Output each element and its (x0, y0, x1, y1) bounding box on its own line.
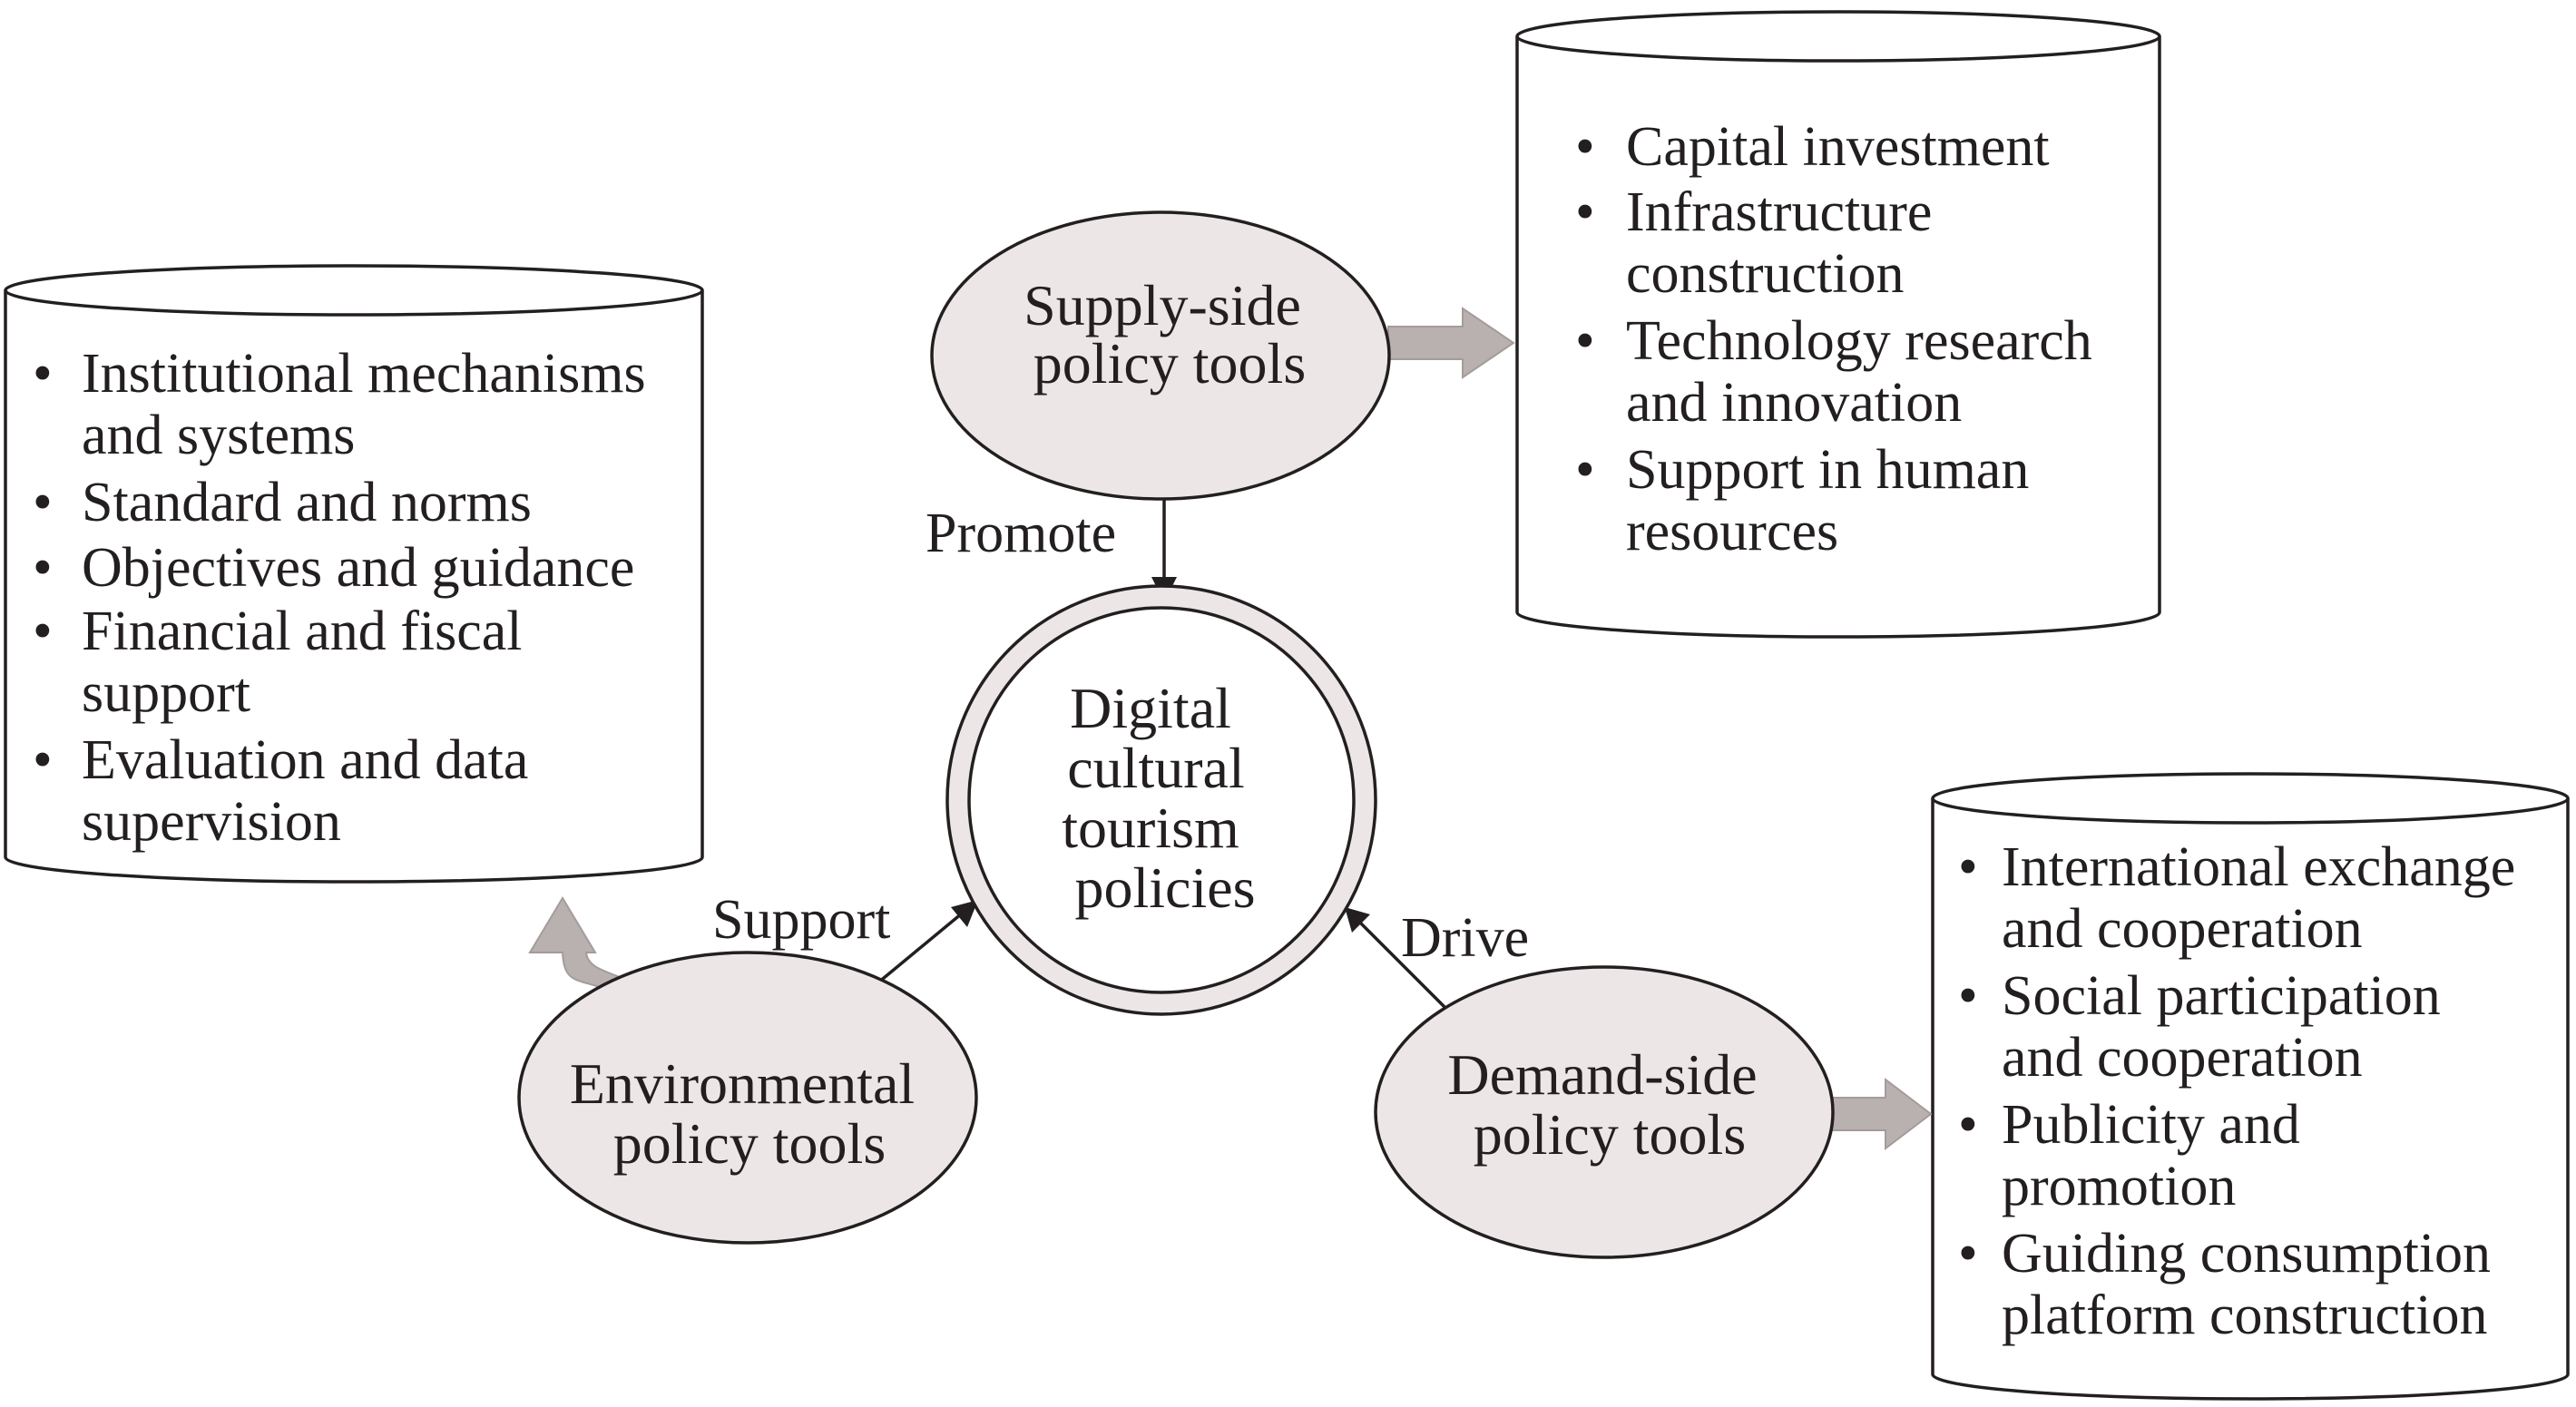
list-item: • International exchange and cooperation (1958, 836, 2530, 960)
list-item-text: Capital investment (1626, 116, 2050, 178)
list-item: • Objectives and guidance (33, 537, 634, 599)
environmental-label: Environmental policy tools (570, 1051, 929, 1176)
list-item-line: Support in human (1626, 439, 2029, 501)
bullet: • (33, 729, 53, 791)
bullet: • (33, 472, 53, 533)
supply-side-label: Supply-side policy tools (1024, 273, 1316, 396)
environmental-tools-cylinder (4, 264, 704, 884)
environmental-label-line: policy tools (613, 1111, 886, 1176)
demand-side-label: Demand-side policy tools (1447, 1042, 1771, 1167)
list-item-text: Financial and fiscal support (82, 601, 536, 724)
center-policies-node (945, 584, 1377, 1016)
list-item: • Infrastructure construction (1575, 181, 1946, 305)
bullet: • (1575, 439, 1595, 501)
bullet: • (33, 537, 53, 599)
list-item-line: Infrastructure (1626, 181, 1932, 243)
list-item-text: Institutional mechanisms and systems (82, 343, 660, 466)
list-item-text: Social participation and cooperation (2002, 965, 2454, 1089)
list-item: • Institutional mechanisms and systems (33, 343, 660, 466)
list-item-line: Publicity and (2002, 1094, 2300, 1156)
bullet: • (1958, 1223, 1978, 1285)
list-item-line: supervision (82, 791, 341, 853)
list-item-text: Publicity and promotion (2002, 1094, 2314, 1217)
list-item-line: and cooperation (2002, 898, 2363, 960)
support-label: Support (712, 889, 890, 951)
list-item-text: Objectives and guidance (82, 537, 634, 599)
center-label-line: policies (1074, 855, 1255, 920)
center-label-line: cultural (1067, 736, 1244, 800)
list-item: • Financial and fiscal support (33, 601, 536, 724)
list-item-line: Social participation (2002, 965, 2441, 1027)
list-item: • Guiding consumption platform construct… (1958, 1223, 2505, 1346)
list-item-line: Financial and fiscal (82, 601, 523, 662)
list-item-line: construction (1626, 243, 1905, 305)
list-item: • Support in human resources (1575, 439, 2043, 562)
demand-tools-list: • International exchange and cooperation… (1958, 836, 2530, 1346)
list-item: • Capital investment (1575, 116, 2050, 178)
supply-tools-list: • Capital investment • Infrastructure co… (1575, 116, 2106, 562)
bullet: • (33, 343, 53, 405)
list-item-line: promotion (2002, 1156, 2236, 1217)
list-item-text: Infrastructure construction (1626, 181, 1946, 305)
drive-arrow (1345, 907, 1446, 1009)
list-item-line: support (82, 662, 250, 724)
bullet: • (1958, 965, 1978, 1027)
list-item: • Standard and norms (33, 472, 532, 533)
list-item-line: International exchange (2002, 836, 2515, 898)
list-item-line: Evaluation and data (82, 729, 528, 791)
list-item-line: and cooperation (2002, 1027, 2363, 1089)
environmental-tools-node (517, 951, 978, 1245)
list-item-text: Standard and norms (82, 472, 532, 533)
center-label-line: Digital (1070, 676, 1231, 740)
demand-side-tools-node (1374, 965, 1835, 1259)
bullet: • (1575, 181, 1595, 243)
environmental-label-line: Environmental (570, 1051, 915, 1116)
supply-side-label-line: policy tools (1033, 331, 1306, 396)
list-item-line: platform construction (2002, 1285, 2487, 1346)
demand-to-list-arrow (1830, 1077, 1933, 1151)
list-item-text: Guiding consumption platform constructio… (2002, 1223, 2505, 1346)
supply-side-tools-node (930, 210, 1391, 501)
list-item-line: resources (1626, 501, 1838, 562)
promote-label: Promote (926, 503, 1116, 564)
bullet: • (1958, 1094, 1978, 1156)
demand-side-label-line: policy tools (1474, 1102, 1746, 1167)
list-item-text: Evaluation and data supervision (82, 729, 543, 853)
center-label-line: tourism (1062, 796, 1239, 860)
list-item: • Publicity and promotion (1958, 1094, 2314, 1217)
bullet: • (1958, 836, 1978, 898)
supply-to-list-arrow (1387, 307, 1515, 379)
environmental-tools-list: • Institutional mechanisms and systems •… (33, 343, 660, 853)
support-arrow (871, 900, 978, 989)
list-item-text: Support in human resources (1626, 439, 2043, 562)
supply-side-label-line: Supply-side (1024, 273, 1301, 337)
supply-tools-cylinder (1515, 10, 2161, 639)
bullet: • (1575, 116, 1595, 178)
bullet: • (1575, 310, 1595, 372)
list-item-line: Institutional mechanisms (82, 343, 646, 405)
center-label: Digital cultural tourism policies (1062, 676, 1259, 920)
environmental-to-list-arrow (528, 896, 637, 998)
demand-side-label-line: Demand-side (1447, 1042, 1757, 1107)
list-item: • Technology research and innovation (1575, 310, 2106, 434)
list-item: • Social participation and cooperation (1958, 965, 2454, 1089)
demand-tools-cylinder (1931, 772, 2570, 1401)
drive-label: Drive (1401, 907, 1529, 969)
list-item-text: International exchange and cooperation (2002, 836, 2530, 960)
list-item-line: Technology research (1626, 310, 2092, 372)
list-item-line: and innovation (1626, 372, 1962, 434)
bullet: • (33, 601, 53, 662)
list-item-line: and systems (82, 405, 355, 466)
list-item: • Evaluation and data supervision (33, 729, 543, 853)
list-item-line: Guiding consumption (2002, 1223, 2491, 1285)
list-item-text: Technology research and innovation (1626, 310, 2106, 434)
